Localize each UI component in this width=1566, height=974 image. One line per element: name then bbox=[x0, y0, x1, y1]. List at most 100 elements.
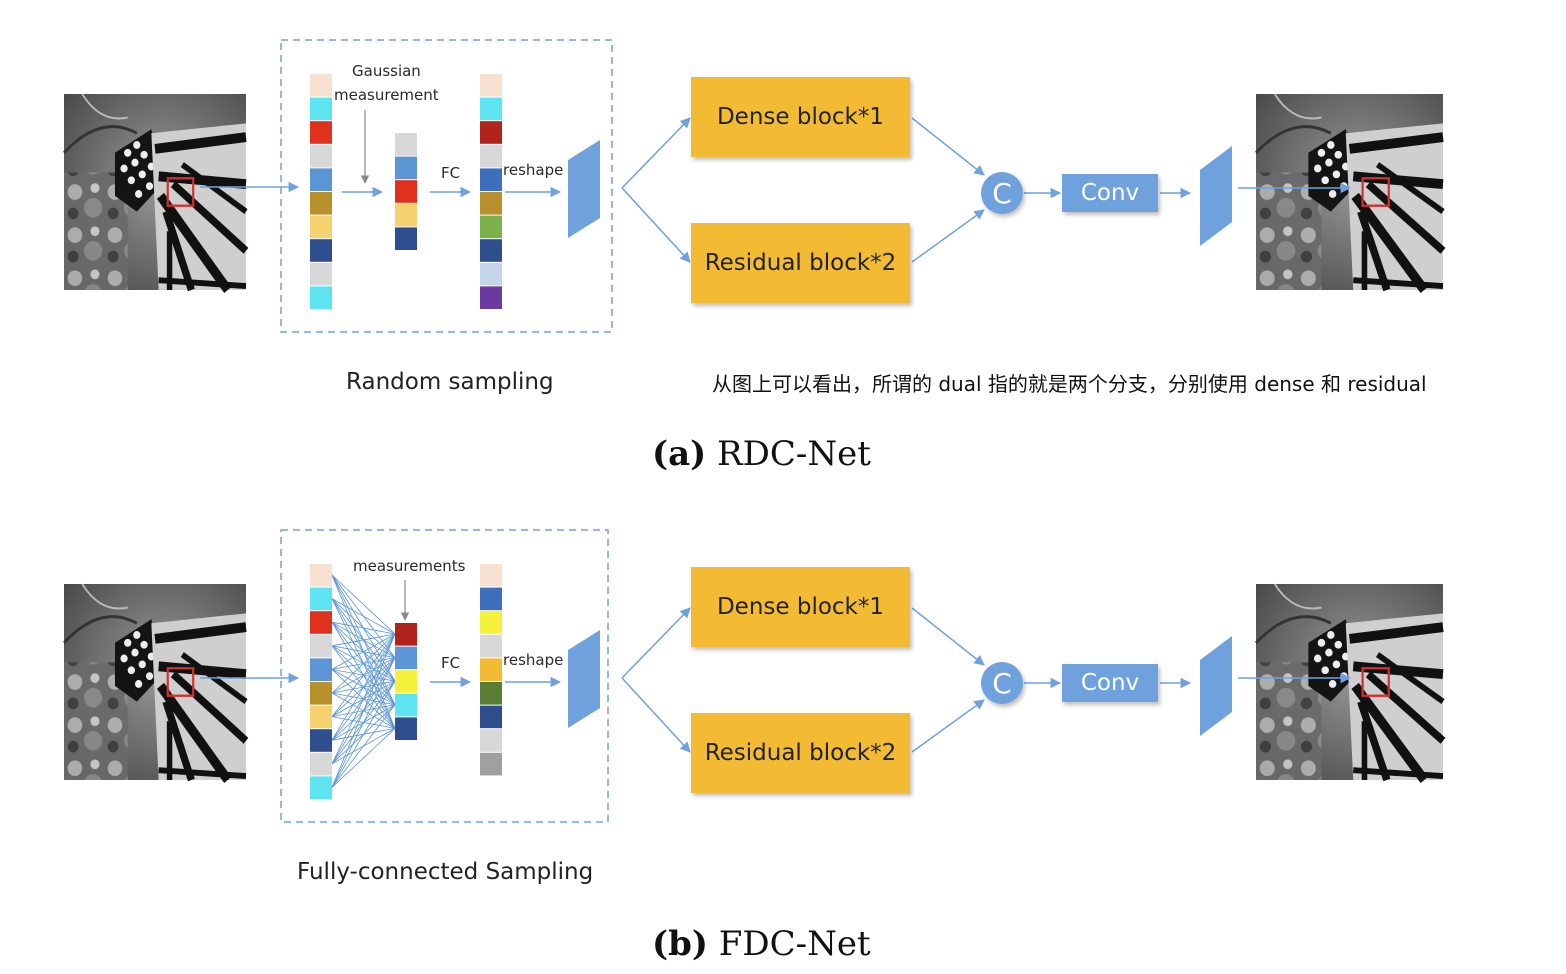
arrow-dense-to-c-b bbox=[911, 607, 985, 666]
mesh-edge bbox=[331, 621, 396, 635]
vector-column-fc-a bbox=[480, 74, 502, 309]
conv-block: Conv bbox=[1062, 174, 1158, 212]
vector-cell bbox=[310, 168, 332, 191]
vector-cell bbox=[395, 717, 417, 740]
vector-cell bbox=[480, 192, 502, 215]
vector-cell bbox=[480, 74, 502, 97]
vector-cell bbox=[480, 752, 502, 776]
gaussian-label: Gaussian bbox=[352, 62, 421, 80]
caption-letter: (a) bbox=[652, 434, 707, 474]
arrow-residual-to-c-a bbox=[911, 209, 985, 263]
vector-cell bbox=[310, 729, 332, 752]
sampling-frame-b bbox=[280, 529, 609, 823]
vector-cell bbox=[310, 776, 332, 799]
mesh-edge bbox=[331, 633, 396, 764]
measurements-label: measurements bbox=[353, 557, 466, 575]
vector-cell bbox=[480, 97, 502, 121]
vector-cell bbox=[480, 634, 502, 658]
vector-cell bbox=[395, 670, 417, 693]
mesh-edge bbox=[331, 704, 396, 788]
vector-cell bbox=[310, 611, 332, 634]
vector-cell bbox=[395, 693, 417, 717]
reshape-label: reshape bbox=[503, 651, 564, 669]
arrow-to-dense-a bbox=[621, 117, 691, 189]
vector-cell bbox=[480, 239, 502, 262]
trapezoid-out-b bbox=[1200, 636, 1232, 736]
vector-cell bbox=[395, 646, 417, 670]
mesh-edge bbox=[331, 657, 396, 788]
vector-cell bbox=[310, 144, 332, 168]
concat-node: C bbox=[981, 172, 1023, 214]
vector-cell bbox=[480, 682, 502, 705]
vector-cell bbox=[480, 587, 502, 611]
vector-cell bbox=[480, 658, 502, 681]
vector-cell bbox=[480, 144, 502, 168]
vector-column-measure-b bbox=[395, 623, 417, 740]
vector-column-fc-b bbox=[480, 564, 502, 776]
caption-text: FDC-Net bbox=[718, 924, 871, 964]
sampling-title-a: Random sampling bbox=[346, 369, 554, 395]
annotation-text: 从图上可以看出，所谓的 dual 指的就是两个分支，分别使用 dense 和 r… bbox=[712, 372, 1427, 396]
vector-cell bbox=[310, 239, 332, 262]
vector-cell bbox=[395, 180, 417, 203]
mesh-edge bbox=[331, 598, 396, 635]
reshape-label: reshape bbox=[503, 161, 564, 179]
vector-cell bbox=[480, 121, 502, 144]
vector-cell bbox=[395, 156, 417, 180]
trapezoid-out-a bbox=[1200, 146, 1232, 246]
mesh-edge bbox=[331, 633, 396, 788]
arrow-to-residual-b bbox=[621, 677, 691, 753]
vector-cell bbox=[310, 705, 332, 729]
dense-block: Dense block*1 bbox=[691, 77, 910, 157]
vector-column-input-b bbox=[310, 564, 332, 799]
dense-block: Dense block*1 bbox=[691, 567, 910, 647]
vector-cell bbox=[480, 168, 502, 191]
trapezoid-in-a bbox=[568, 140, 600, 238]
vector-cell bbox=[395, 227, 417, 250]
vector-cell bbox=[310, 192, 332, 215]
vector-cell bbox=[480, 564, 502, 587]
arrow-to-dense-b bbox=[621, 607, 691, 679]
vector-column-input-a bbox=[310, 74, 332, 309]
mesh-edge bbox=[331, 633, 396, 741]
vector-column-measure-a bbox=[395, 133, 417, 250]
fc-label: FC bbox=[441, 164, 461, 182]
mesh-edge bbox=[331, 633, 396, 647]
caption-letter: (b) bbox=[652, 924, 708, 964]
arrow-dense-to-c-a bbox=[911, 117, 985, 176]
residual-block: Residual block*2 bbox=[691, 713, 910, 793]
mesh-edge bbox=[331, 633, 396, 670]
mesh-edge bbox=[331, 633, 396, 694]
vector-cell bbox=[310, 215, 332, 239]
vector-cell bbox=[395, 203, 417, 227]
residual-block: Residual block*2 bbox=[691, 223, 910, 303]
vector-cell bbox=[480, 286, 502, 309]
vector-cell bbox=[480, 729, 502, 752]
mesh-edge bbox=[331, 574, 396, 635]
vector-cell bbox=[310, 564, 332, 587]
vector-cell bbox=[310, 121, 332, 144]
output-image-b bbox=[1256, 584, 1443, 780]
vector-cell bbox=[310, 262, 332, 286]
arrow-residual-to-c-b bbox=[911, 699, 985, 753]
vector-cell bbox=[480, 611, 502, 634]
caption-b: (b) FDC-Net bbox=[652, 924, 871, 964]
vector-cell bbox=[310, 587, 332, 611]
vector-cell bbox=[480, 705, 502, 729]
vector-cell bbox=[395, 623, 417, 646]
vector-cell bbox=[395, 133, 417, 156]
caption-a: (a) RDC-Net bbox=[652, 434, 871, 474]
sampling-title-b: Fully-connected Sampling bbox=[297, 859, 594, 885]
vector-cell bbox=[310, 752, 332, 776]
mesh-edge bbox=[331, 728, 396, 788]
concat-node: C bbox=[981, 662, 1023, 704]
mesh-edge bbox=[331, 633, 396, 717]
caption-text: RDC-Net bbox=[717, 434, 871, 474]
vector-cell bbox=[310, 74, 332, 97]
vector-cell bbox=[310, 658, 332, 681]
fully-connected-mesh bbox=[331, 574, 396, 788]
mesh-edge bbox=[331, 680, 396, 788]
